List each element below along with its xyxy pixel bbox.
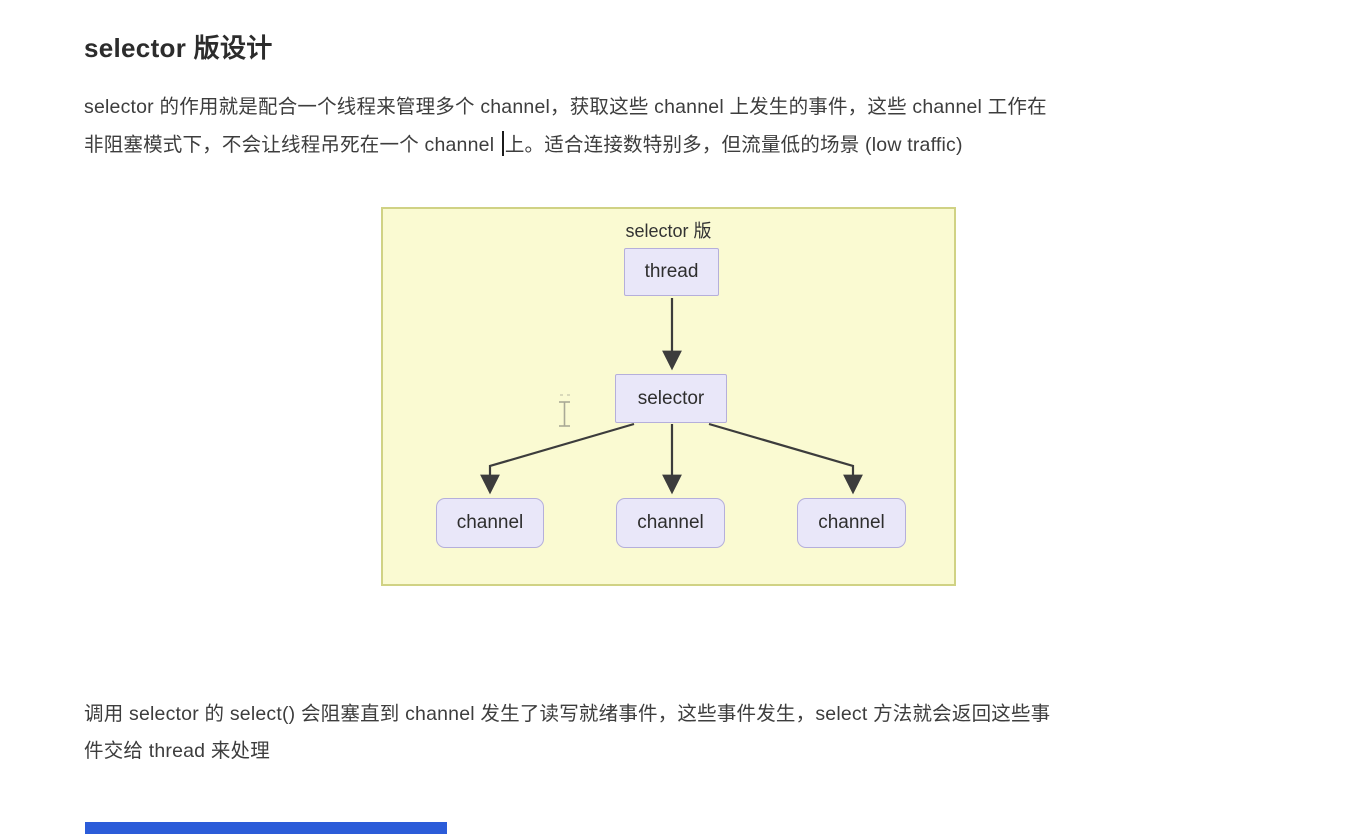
arrow-selector-channel-left (480, 422, 635, 495)
diagram-node-thread: thread (624, 248, 719, 296)
intro-paragraph[interactable]: selector 的作用就是配合一个线程来管理多个 channel，获取这些 c… (84, 88, 1047, 164)
video-progress-bar[interactable] (85, 822, 447, 834)
outro-line-1: 调用 selector 的 select() 会阻塞直到 channel 发生了… (84, 703, 1051, 725)
intro-line-2-after-caret: 上。适合连接数特别多，但流量低的场景 (low traffic) (504, 134, 963, 156)
outro-paragraph[interactable]: 调用 selector 的 select() 会阻塞直到 channel 发生了… (84, 696, 1050, 770)
arrow-selector-channel-right (708, 422, 863, 495)
page-title: selector 版设计 (84, 33, 273, 63)
diagram-node-channel: channel (797, 498, 906, 548)
outro-line-2: 件交给 thread 来处理 (84, 740, 270, 762)
diagram-node-selector: selector (615, 374, 727, 423)
intro-line-1: selector 的作用就是配合一个线程来管理多个 channel，获取这些 c… (84, 96, 1047, 118)
diagram-title: selector 版 (625, 221, 712, 241)
diagram-node-channel: channel (616, 498, 725, 548)
ibeam-cursor-icon (559, 394, 570, 427)
diagram-node-channel: channel (436, 498, 544, 548)
intro-line-2-before-caret: 非阻塞模式下，不会让线程吊死在一个 channel (84, 134, 500, 156)
intro-line-2: 非阻塞模式下，不会让线程吊死在一个 channel 上。适合连接数特别多，但流量… (84, 126, 1047, 164)
diagram: selector 版 thread selector channel chann… (381, 207, 956, 586)
text-caret (501, 131, 504, 156)
